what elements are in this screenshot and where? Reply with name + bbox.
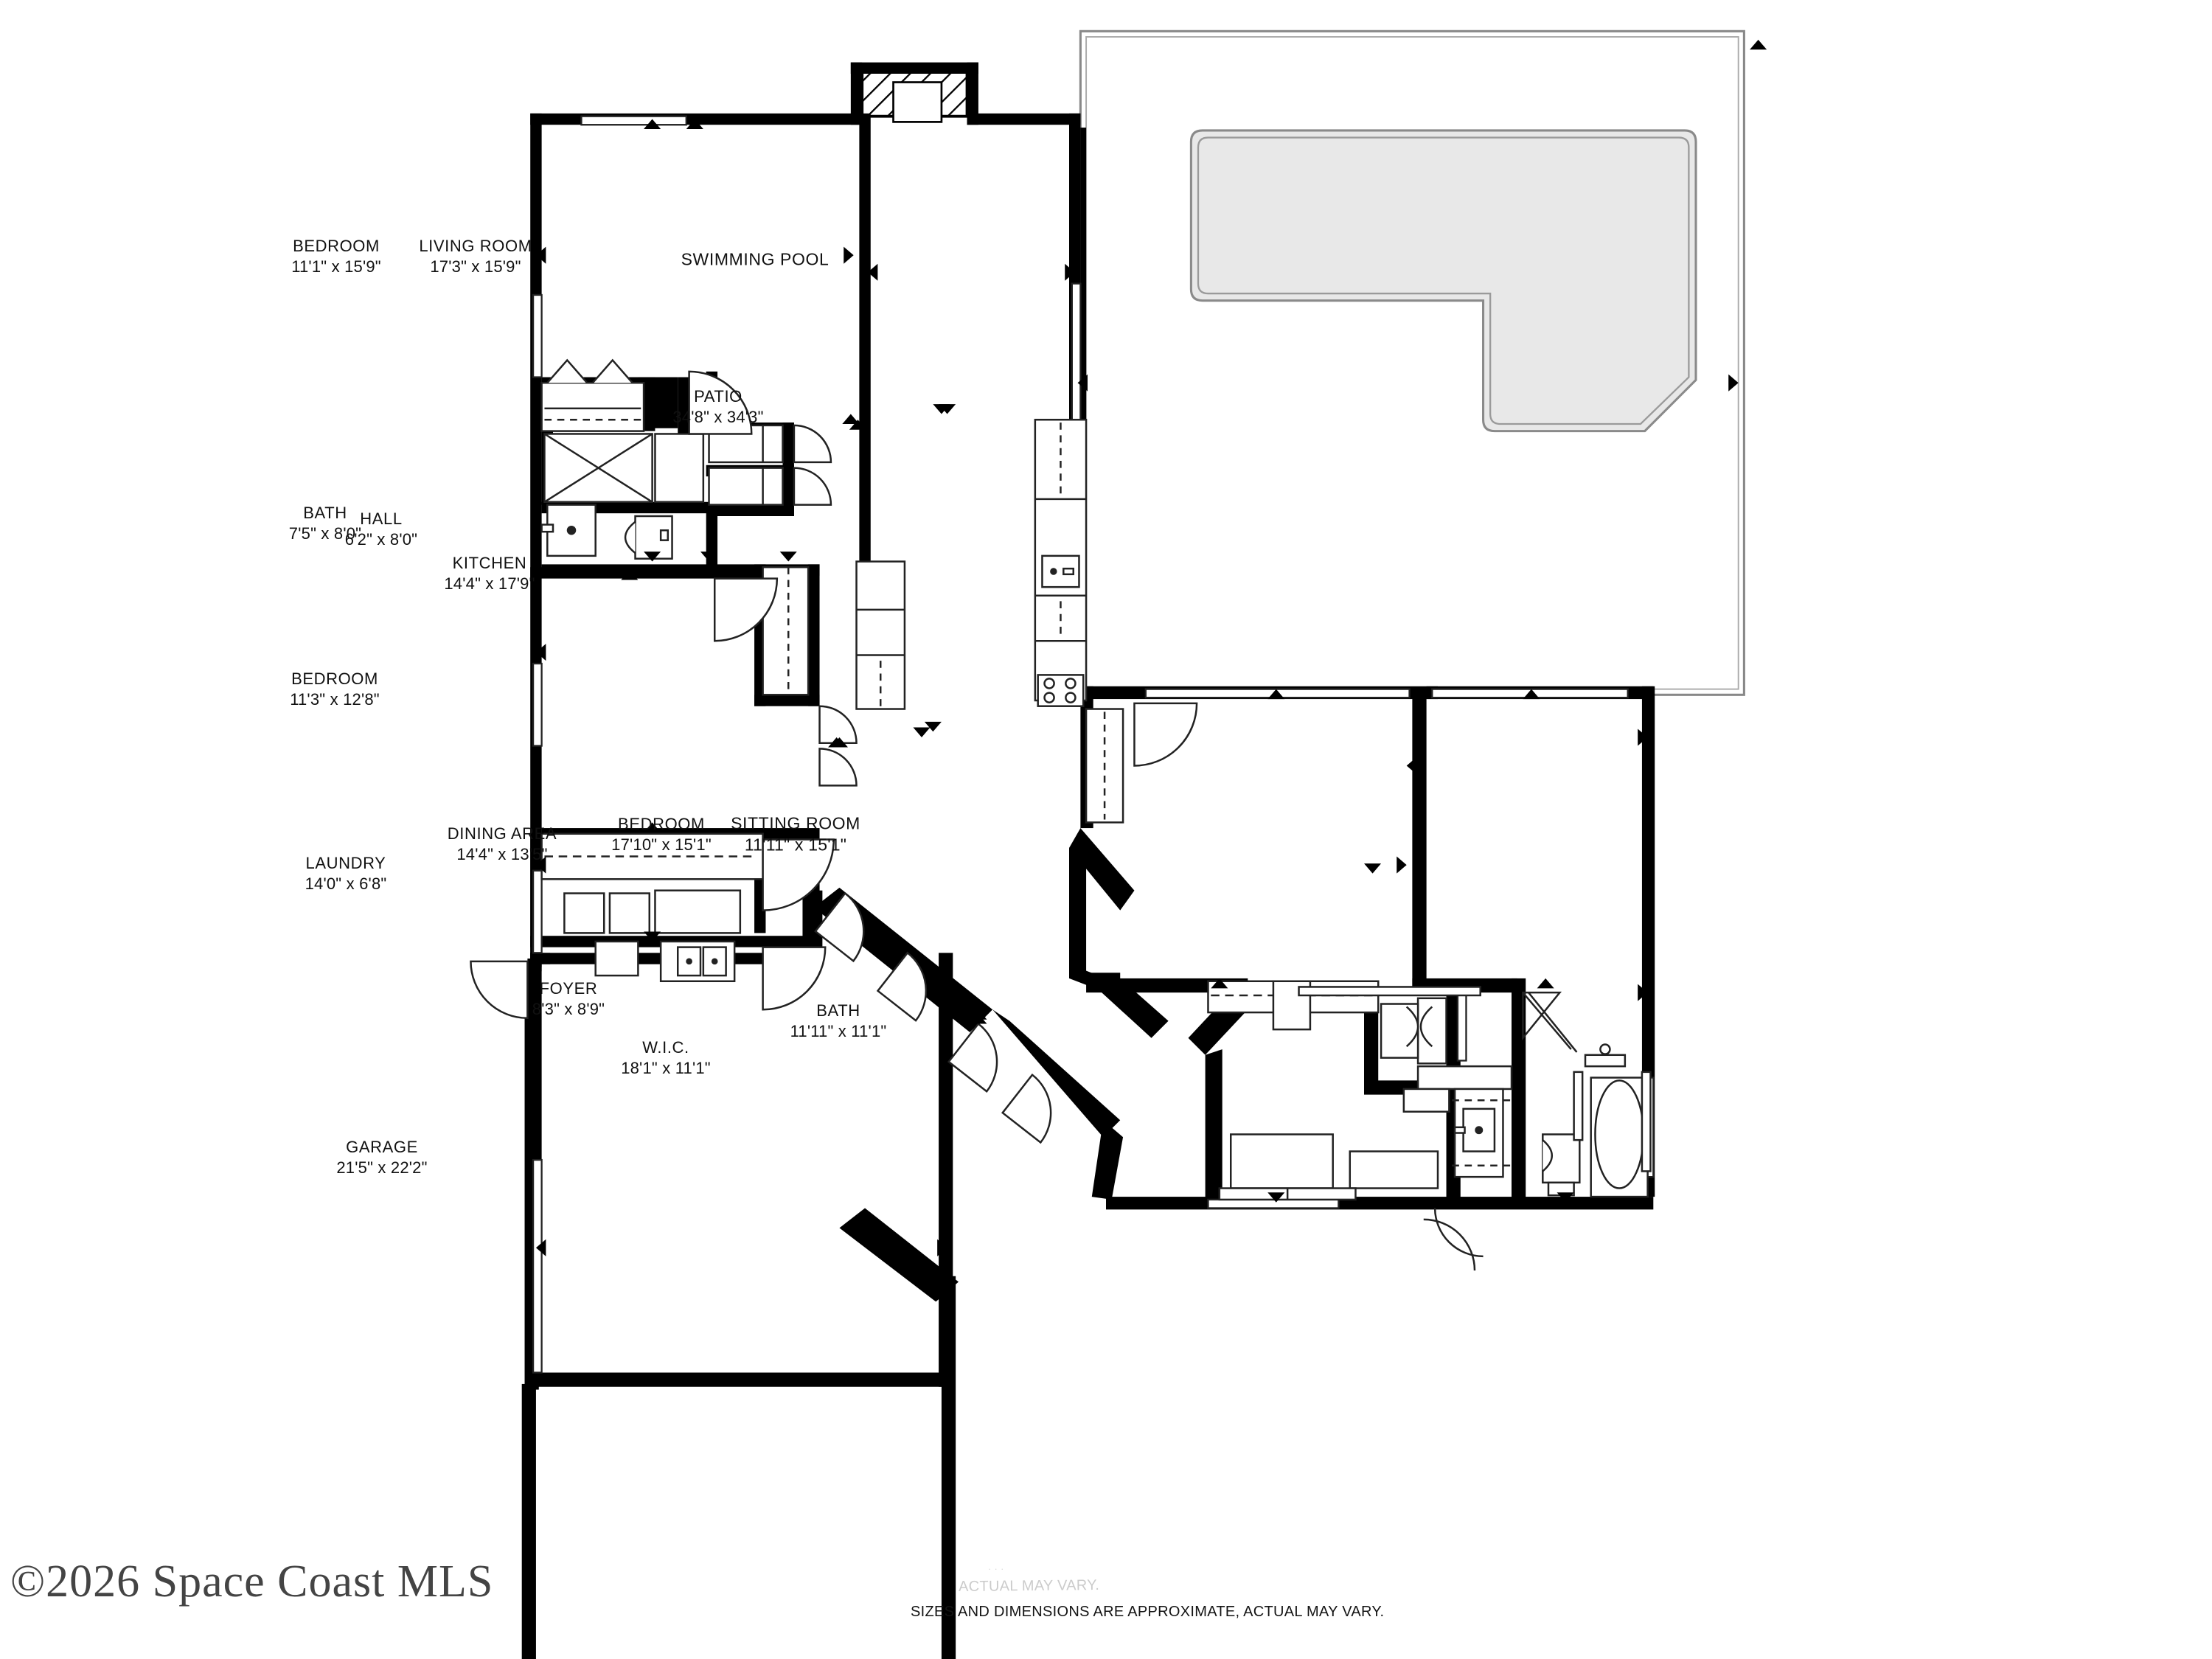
room-dimensions: 11'11" x 11'1" [790, 1022, 887, 1040]
dimension-arrows [535, 39, 1767, 1256]
room-name: LIVING ROOM [419, 236, 532, 255]
room-dimensions: 14'0" x 6'8" [305, 874, 387, 893]
room-dimensions: 18'1" x 11'1" [621, 1059, 711, 1077]
room-label-bath-1: BATH 7'5" x 8'0" [289, 503, 361, 544]
room-label-garage: GARAGE 21'5" x 22'2" [336, 1137, 427, 1178]
reference-marks [830, 404, 987, 1024]
room-name: BEDROOM [291, 669, 378, 688]
room-name: W.I.C. [642, 1037, 689, 1057]
room-label-foyer: FOYER 8'3" x 8'9" [532, 978, 605, 1020]
room-name: BATH [303, 503, 347, 522]
copyright-notice: ©2026 Space Coast MLS [10, 1557, 494, 1607]
room-dimensions: 6'2" x 8'0" [344, 530, 418, 549]
swimming-pool-shape [1189, 129, 1697, 433]
room-label-dining-area: DINING AREA 14'4" x 13'5" [448, 824, 557, 865]
room-label-hall: HALL 6'2" x 8'0" [345, 509, 417, 550]
room-name: SITTING ROOM [731, 813, 860, 833]
room-name: BEDROOM [618, 814, 705, 833]
room-dimensions: 14'4" x 13'5" [456, 845, 548, 863]
room-dimensions: 11'1" x 15'9" [291, 257, 381, 276]
scan-artifact-top: · · · [988, 1563, 1004, 1574]
room-dimensions: 11'3" x 12'8" [290, 690, 380, 709]
room-name: SWIMMING POOL [681, 249, 830, 269]
room-dimensions: 14'4" x 17'9" [444, 574, 535, 593]
room-dimensions: 8'3" x 8'9" [532, 1000, 605, 1018]
room-name: HALL [360, 509, 403, 528]
room-name: DINING AREA [447, 824, 557, 843]
garage-walls [521, 964, 959, 1659]
room-dimensions: 17'10" x 15'1" [611, 835, 712, 854]
fixtures [540, 358, 1652, 1201]
room-name: LAUNDRY [305, 853, 386, 872]
room-label-bedroom-1: BEDROOM 11'1" x 15'9" [291, 236, 381, 277]
room-name: PATIO [694, 386, 742, 406]
disclaimer-text: SIZES AND DIMENSIONS ARE APPROXIMATE, AC… [911, 1604, 1385, 1620]
room-label-bedroom-2: BEDROOM 11'3" x 12'8" [290, 669, 380, 710]
room-name: BEDROOM [293, 236, 380, 255]
room-dimensions: 11'11" x 15'1" [744, 835, 847, 855]
room-label-wic: W.I.C. 18'1" x 11'1" [621, 1037, 711, 1079]
room-dimensions: 7'5" x 8'0" [288, 524, 362, 543]
room-dimensions: 21'5" x 22'2" [336, 1158, 428, 1177]
doors [470, 370, 1484, 1271]
room-name: KITCHEN [452, 553, 527, 572]
room-name: FOYER [539, 978, 598, 998]
room-label-swimming-pool: SWIMMING POOL [681, 248, 830, 270]
room-name: GARAGE [346, 1137, 418, 1156]
room-dimensions: 17'3" x 15'9" [430, 257, 521, 276]
room-label-laundry: LAUNDRY 14'0" x 6'8" [305, 853, 387, 894]
fireplace [860, 66, 969, 123]
room-label-bedroom-3: BEDROOM 17'10" x 15'1" [611, 814, 712, 855]
room-label-living-room: LIVING ROOM 17'3" x 15'9" [419, 236, 532, 277]
room-label-bath-2: BATH 11'11" x 11'1" [790, 1001, 887, 1042]
room-dimensions: 34'8" x 34'3" [672, 408, 764, 426]
room-label-kitchen: KITCHEN 14'4" x 17'9" [444, 553, 535, 594]
room-label-patio: PATIO 34'8" x 34'3" [672, 386, 763, 428]
scan-artifact-watermark: ACTUAL MAY VARY. [958, 1576, 1100, 1596]
room-name: BATH [816, 1001, 860, 1020]
